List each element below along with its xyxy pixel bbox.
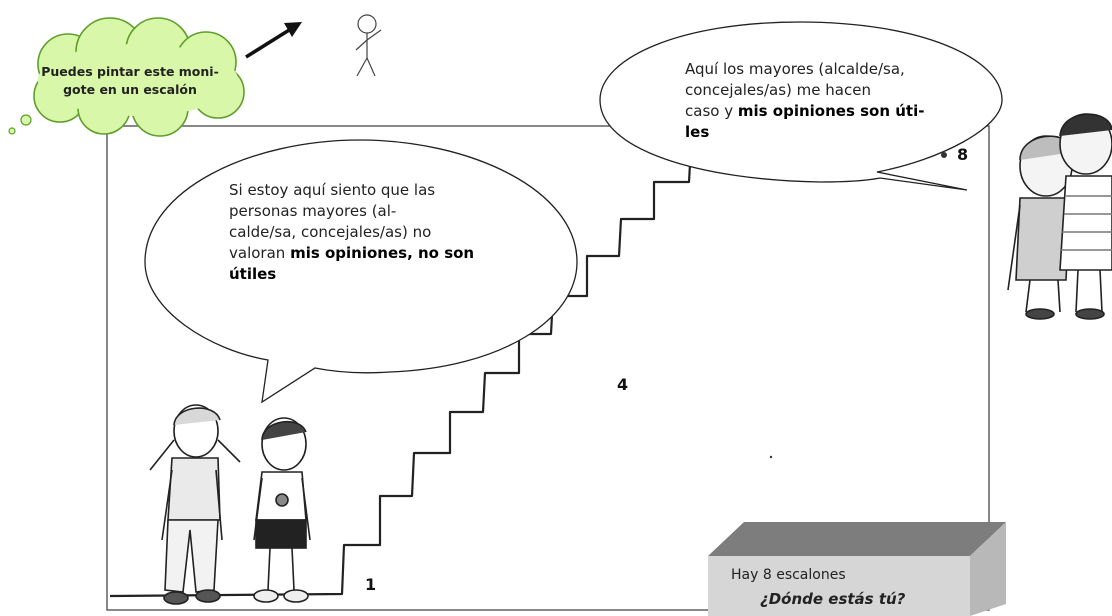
bubble-right-line-2: concejales/as) me hacen [685,81,871,99]
info-box-count: Hay 8 escalones [731,567,846,583]
hint-line-2: gote en un escalón [63,82,197,97]
kids-right-illustration [1007,113,1112,320]
bubble-left-line-4-normal: valoran [229,244,291,262]
speech-bubble-right-text: Aquí los mayores (alcalde/sa, concejales… [685,59,955,143]
step-number-1: 1 [365,575,377,594]
bubble-left-line-4-bold: mis opiniones, no son [290,244,475,262]
hint-cloud [8,17,245,137]
bubble-right-line-3-normal: caso y [685,102,738,120]
bubble-right-line-4: les [685,123,710,141]
kids-left-illustration [149,404,311,605]
bubble-left-line-4: valoran mis opiniones, no son [229,243,529,264]
info-box-shape [708,522,1006,616]
bubble-right-line-3: caso y mis opiniones son úti- [685,101,955,122]
bubble-left-line-5: útiles [229,265,277,283]
hint-cloud-text: Puedes pintar este moni- gote en un esca… [30,63,230,99]
step-marker [941,152,947,158]
worksheet-frame [106,125,990,611]
bubble-right-line-1: Aquí los mayores (alcalde/sa, [685,60,905,78]
bubble-left-line-1: Si estoy aquí siento que las [229,181,436,199]
stick-figure-icon [355,14,382,77]
bubble-right-line-3-bold: mis opiniones son úti- [737,102,925,120]
bubble-left-line-3: calde/sa, concejales/as) no [229,223,432,241]
hint-line-1: Puedes pintar este moni- [41,64,219,79]
speech-bubble-left [144,139,578,404]
info-box-question: ¿Dónde estás tú? [760,590,906,608]
speech-bubble-left-text: Si estoy aquí siento que las personas ma… [229,180,529,285]
speech-bubble-right [599,21,1003,191]
step-number-4: 4 [617,375,629,394]
step-number-8: 8 [957,145,969,164]
bubble-left-line-2: personas mayores (al- [229,202,397,220]
arrow-icon [245,22,302,59]
